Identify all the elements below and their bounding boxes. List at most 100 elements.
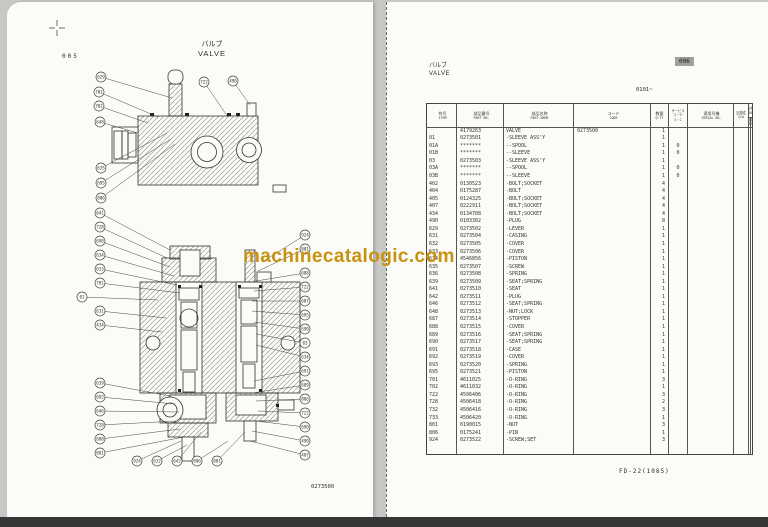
part-callout <box>94 447 106 459</box>
part-callout-label: 924 <box>301 233 309 238</box>
part-callout-label: 690 <box>96 239 104 244</box>
part-callout <box>94 419 106 431</box>
parts-list-title-jp: バルブ <box>429 63 448 69</box>
part-callout-label: 690 <box>301 327 309 332</box>
part-callout-label: 806 <box>301 397 309 402</box>
part-callout-label: 801 <box>96 451 104 456</box>
part-callout-label: 639 <box>96 381 104 386</box>
part-callout-label: 801 <box>213 459 221 464</box>
part-callout <box>94 391 106 403</box>
part-callout <box>94 207 106 219</box>
part-callout-label: 728 <box>96 225 104 230</box>
parts-list-title: バルブ VALVE <box>429 62 450 79</box>
part-callout <box>299 337 311 349</box>
part-callout <box>211 455 223 467</box>
part-callout-label: 631 <box>96 309 104 314</box>
part-callout-label: 634 <box>96 253 104 258</box>
part-callout <box>94 235 106 247</box>
part-callout <box>95 162 107 174</box>
part-callout-label: 641 <box>96 211 104 216</box>
part-callout-label: 646 <box>96 409 104 414</box>
part-callout <box>76 291 88 303</box>
part-callout <box>299 281 311 293</box>
catalog-left-page: 005 バルブ VALVE <box>7 2 373 517</box>
part-callout-label: 434 <box>96 323 104 328</box>
part-callout <box>95 177 107 189</box>
part-callout <box>299 407 311 419</box>
part-callout-label: 490 <box>301 439 309 444</box>
part-callout <box>171 455 183 467</box>
diagram-title-en: VALVE <box>197 49 227 59</box>
part-callout <box>94 405 106 417</box>
part-callout-label: 722 <box>200 80 208 85</box>
part-callout <box>299 379 311 391</box>
part-callout-label: 633 <box>96 267 104 272</box>
part-callout-label: 702 <box>95 104 103 109</box>
part-callout-label: 728 <box>96 423 104 428</box>
part-callout-label: 648 <box>96 120 104 125</box>
part-callout <box>299 449 311 461</box>
part-callout-label: 689 <box>301 383 309 388</box>
part-callout <box>94 377 106 389</box>
page-number-left: 005 <box>62 53 79 60</box>
part-callout-label: 695 <box>301 313 309 318</box>
part-callout <box>93 86 105 98</box>
part-callout-label: 722 <box>301 411 309 416</box>
part-callout-label: 695 <box>97 181 105 186</box>
part-callout <box>299 295 311 307</box>
footer-form-code: FD-22(1085) <box>619 468 670 475</box>
part-callout <box>94 277 106 289</box>
part-callout-label: 690 <box>301 425 309 430</box>
page-number-right: 006 <box>675 57 694 66</box>
part-callout <box>191 455 203 467</box>
part-callout <box>299 323 311 335</box>
diagram-title: バルブ VALVE <box>182 40 242 59</box>
part-callout <box>299 435 311 447</box>
part-callout <box>94 319 106 331</box>
part-callout <box>299 393 311 405</box>
part-callout <box>299 267 311 279</box>
part-callout-label: 632 <box>153 459 161 464</box>
part-callout <box>94 433 106 445</box>
part-callout <box>94 249 106 261</box>
part-callout <box>299 243 311 255</box>
part-callout-label: 924 <box>133 459 141 464</box>
part-callout-label: 629 <box>97 75 105 80</box>
part-callout <box>94 263 106 275</box>
valve-cross-section <box>139 245 301 462</box>
part-callout-label: 722 <box>301 285 309 290</box>
part-callout <box>93 100 105 112</box>
part-callout-label: 688 <box>301 271 309 276</box>
part-callout <box>94 305 106 317</box>
part-callout <box>94 116 106 128</box>
